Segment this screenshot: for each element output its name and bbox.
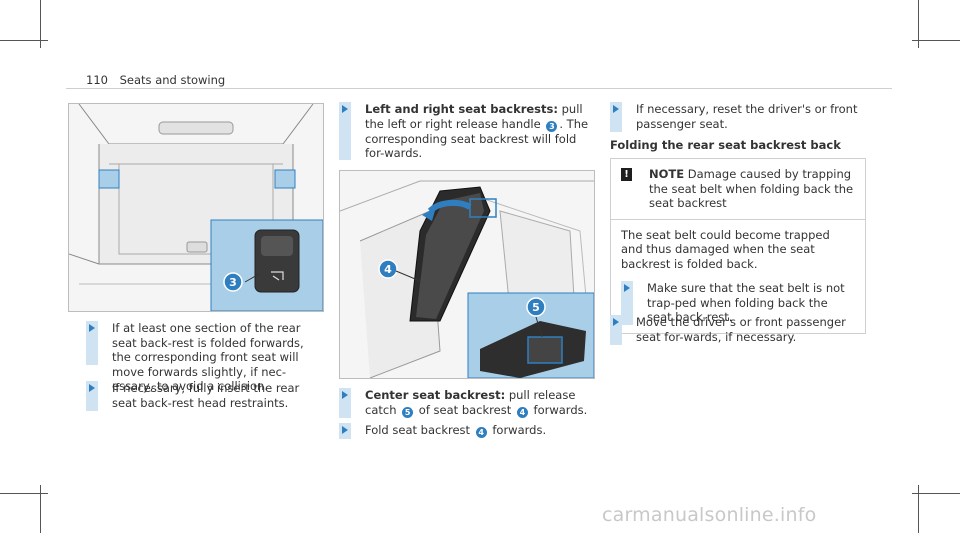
callout-badge: 4 <box>516 406 528 418</box>
callout-badge: 5 <box>402 406 414 418</box>
section-title: Seats and stowing <box>119 73 226 87</box>
warning-icon: ! <box>621 168 632 181</box>
note-box: ! NOTE Damage caused by trapping the sea… <box>610 158 866 334</box>
note-body: The seat belt could become trapped and t… <box>621 227 830 271</box>
crop-mark <box>912 40 960 41</box>
crop-mark <box>912 493 960 494</box>
callout-5: 5 <box>532 301 540 314</box>
crop-mark <box>918 0 919 48</box>
step-text: If necessary, fully insert the rear seat… <box>112 381 300 410</box>
instruction-step: Center seat backrest: pull release catch… <box>339 388 597 418</box>
page-number: 110 <box>86 73 108 87</box>
instruction-step: Fold seat backrest 4 forwards. <box>339 423 597 439</box>
callout-3: 3 <box>229 276 237 289</box>
crop-mark <box>918 485 919 533</box>
instruction-step: Left and right seat backrests: pull the … <box>339 102 597 161</box>
callout-4: 4 <box>384 263 392 276</box>
crop-mark <box>40 0 41 48</box>
step-title: Left and right seat backrests: <box>365 102 558 116</box>
trunk-illustration: 3 <box>68 103 324 312</box>
step-text: Move the driver's or front passenger sea… <box>636 315 846 344</box>
crop-mark <box>0 493 48 494</box>
callout-badge: 4 <box>475 427 487 438</box>
instruction-step: Move the driver's or front passenger sea… <box>610 315 868 345</box>
crop-mark <box>40 485 41 533</box>
crop-mark <box>0 40 48 41</box>
note-label: NOTE <box>649 167 685 181</box>
section-subheading: Folding the rear seat backrest back <box>610 138 841 152</box>
note-title: Damage caused by trapping the seat belt … <box>649 167 854 210</box>
step-text: If necessary, reset the driver's or fron… <box>636 102 858 131</box>
header-divider <box>66 88 892 89</box>
instruction-step: If necessary, reset the driver's or fron… <box>610 102 868 132</box>
note-step: Make sure that the seat belt is not trap… <box>647 281 845 324</box>
callout-badge: 3 <box>546 120 558 132</box>
page-header: 110 Seats and stowing <box>86 73 225 87</box>
watermark: carmanualsonline.info <box>602 504 817 526</box>
instruction-step: If necessary, fully insert the rear seat… <box>86 381 326 411</box>
step-text: If at least one section of the rear seat… <box>112 321 304 393</box>
step-title: Center seat backrest: <box>365 388 506 402</box>
seat-backrest-illustration: 4 5 <box>339 170 595 379</box>
instruction-step: If at least one section of the rear seat… <box>86 321 326 394</box>
